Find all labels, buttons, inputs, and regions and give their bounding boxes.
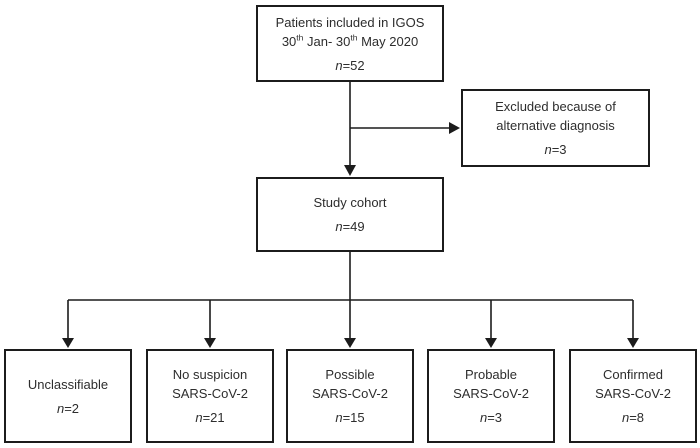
n-count: n=3 <box>480 408 502 427</box>
ordinal-suffix: th <box>350 32 358 43</box>
box-text-line: SARS-CoV-2 <box>595 386 671 401</box>
box-text-line: Excluded because of <box>495 99 616 114</box>
box-possible: Possible SARS-CoV-2 n=15 <box>286 349 414 443</box>
n-value: =3 <box>487 410 503 425</box>
date-part: 30 <box>281 33 297 49</box>
box-probable: Probable SARS-CoV-2 n=3 <box>427 349 555 443</box>
box-patients-included: Patients included in IGOS 30th Jan- 30th… <box>256 5 444 82</box>
arrowhead-into-unclassifiable <box>62 338 74 348</box>
box-text-line: alternative diagnosis <box>496 118 615 133</box>
n-symbol: n <box>56 400 65 416</box>
date-part: May 2020 <box>357 33 419 49</box>
n-value: =8 <box>629 410 645 425</box>
n-symbol: n <box>195 410 203 425</box>
box-text-line: Confirmed <box>603 367 663 382</box>
n-value: =21 <box>202 410 225 425</box>
box-unclassifiable: Unclassifiable n=2 <box>4 349 132 443</box>
box-text-line: Probable <box>464 367 518 382</box>
box-text-line: SARS-CoV-2 <box>312 386 388 401</box>
n-symbol: n <box>335 410 343 425</box>
n-count: n=15 <box>335 408 364 427</box>
date-part: Jan- 30 <box>303 33 351 49</box>
n-count: n=2 <box>57 399 79 418</box>
box-text-line: Possible <box>325 367 375 382</box>
box-study-cohort: Study cohort n=49 <box>256 177 444 252</box>
arrowhead-into-confirmed <box>627 338 639 348</box>
box-no-suspicion: No suspicion SARS-CoV-2 n=21 <box>146 349 274 443</box>
n-value: =2 <box>64 400 80 416</box>
n-value: =3 <box>551 142 567 157</box>
box-text-line: SARS-CoV-2 <box>453 386 529 401</box>
box-text-line: SARS-CoV-2 <box>172 386 248 401</box>
box-text-line: Unclassifiable <box>27 376 109 392</box>
n-count: n=52 <box>335 56 364 75</box>
box-excluded: Excluded because of alternative diagnosi… <box>461 89 650 167</box>
box-text-line: Study cohort <box>313 195 387 210</box>
n-symbol: n <box>479 410 488 425</box>
box-confirmed: Confirmed SARS-CoV-2 n=8 <box>569 349 697 443</box>
n-count: n=3 <box>544 140 566 159</box>
n-symbol: n <box>544 142 552 157</box>
n-count: n=8 <box>622 408 644 427</box>
n-symbol: n <box>335 219 343 234</box>
arrowhead-into-probable <box>485 338 497 348</box>
arrowhead-into-possible <box>344 338 356 348</box>
ordinal-suffix: th <box>296 32 304 43</box>
n-symbol: n <box>621 410 630 425</box>
n-value: =49 <box>342 219 365 234</box>
arrowhead-into-excluded <box>449 122 460 134</box>
n-count: n=49 <box>335 217 364 236</box>
box-text-line: No suspicion <box>172 367 248 382</box>
box-text-line: Patients included in IGOS <box>275 14 425 30</box>
box-date-line: 30th Jan- 30th May 2020 <box>282 32 418 51</box>
n-count: n=21 <box>195 408 224 427</box>
arrowhead-into-no-suspicion <box>204 338 216 348</box>
n-symbol: n <box>335 57 343 73</box>
n-value: =15 <box>342 410 365 425</box>
n-value: =52 <box>342 57 365 73</box>
arrowhead-into-cohort <box>344 165 356 176</box>
